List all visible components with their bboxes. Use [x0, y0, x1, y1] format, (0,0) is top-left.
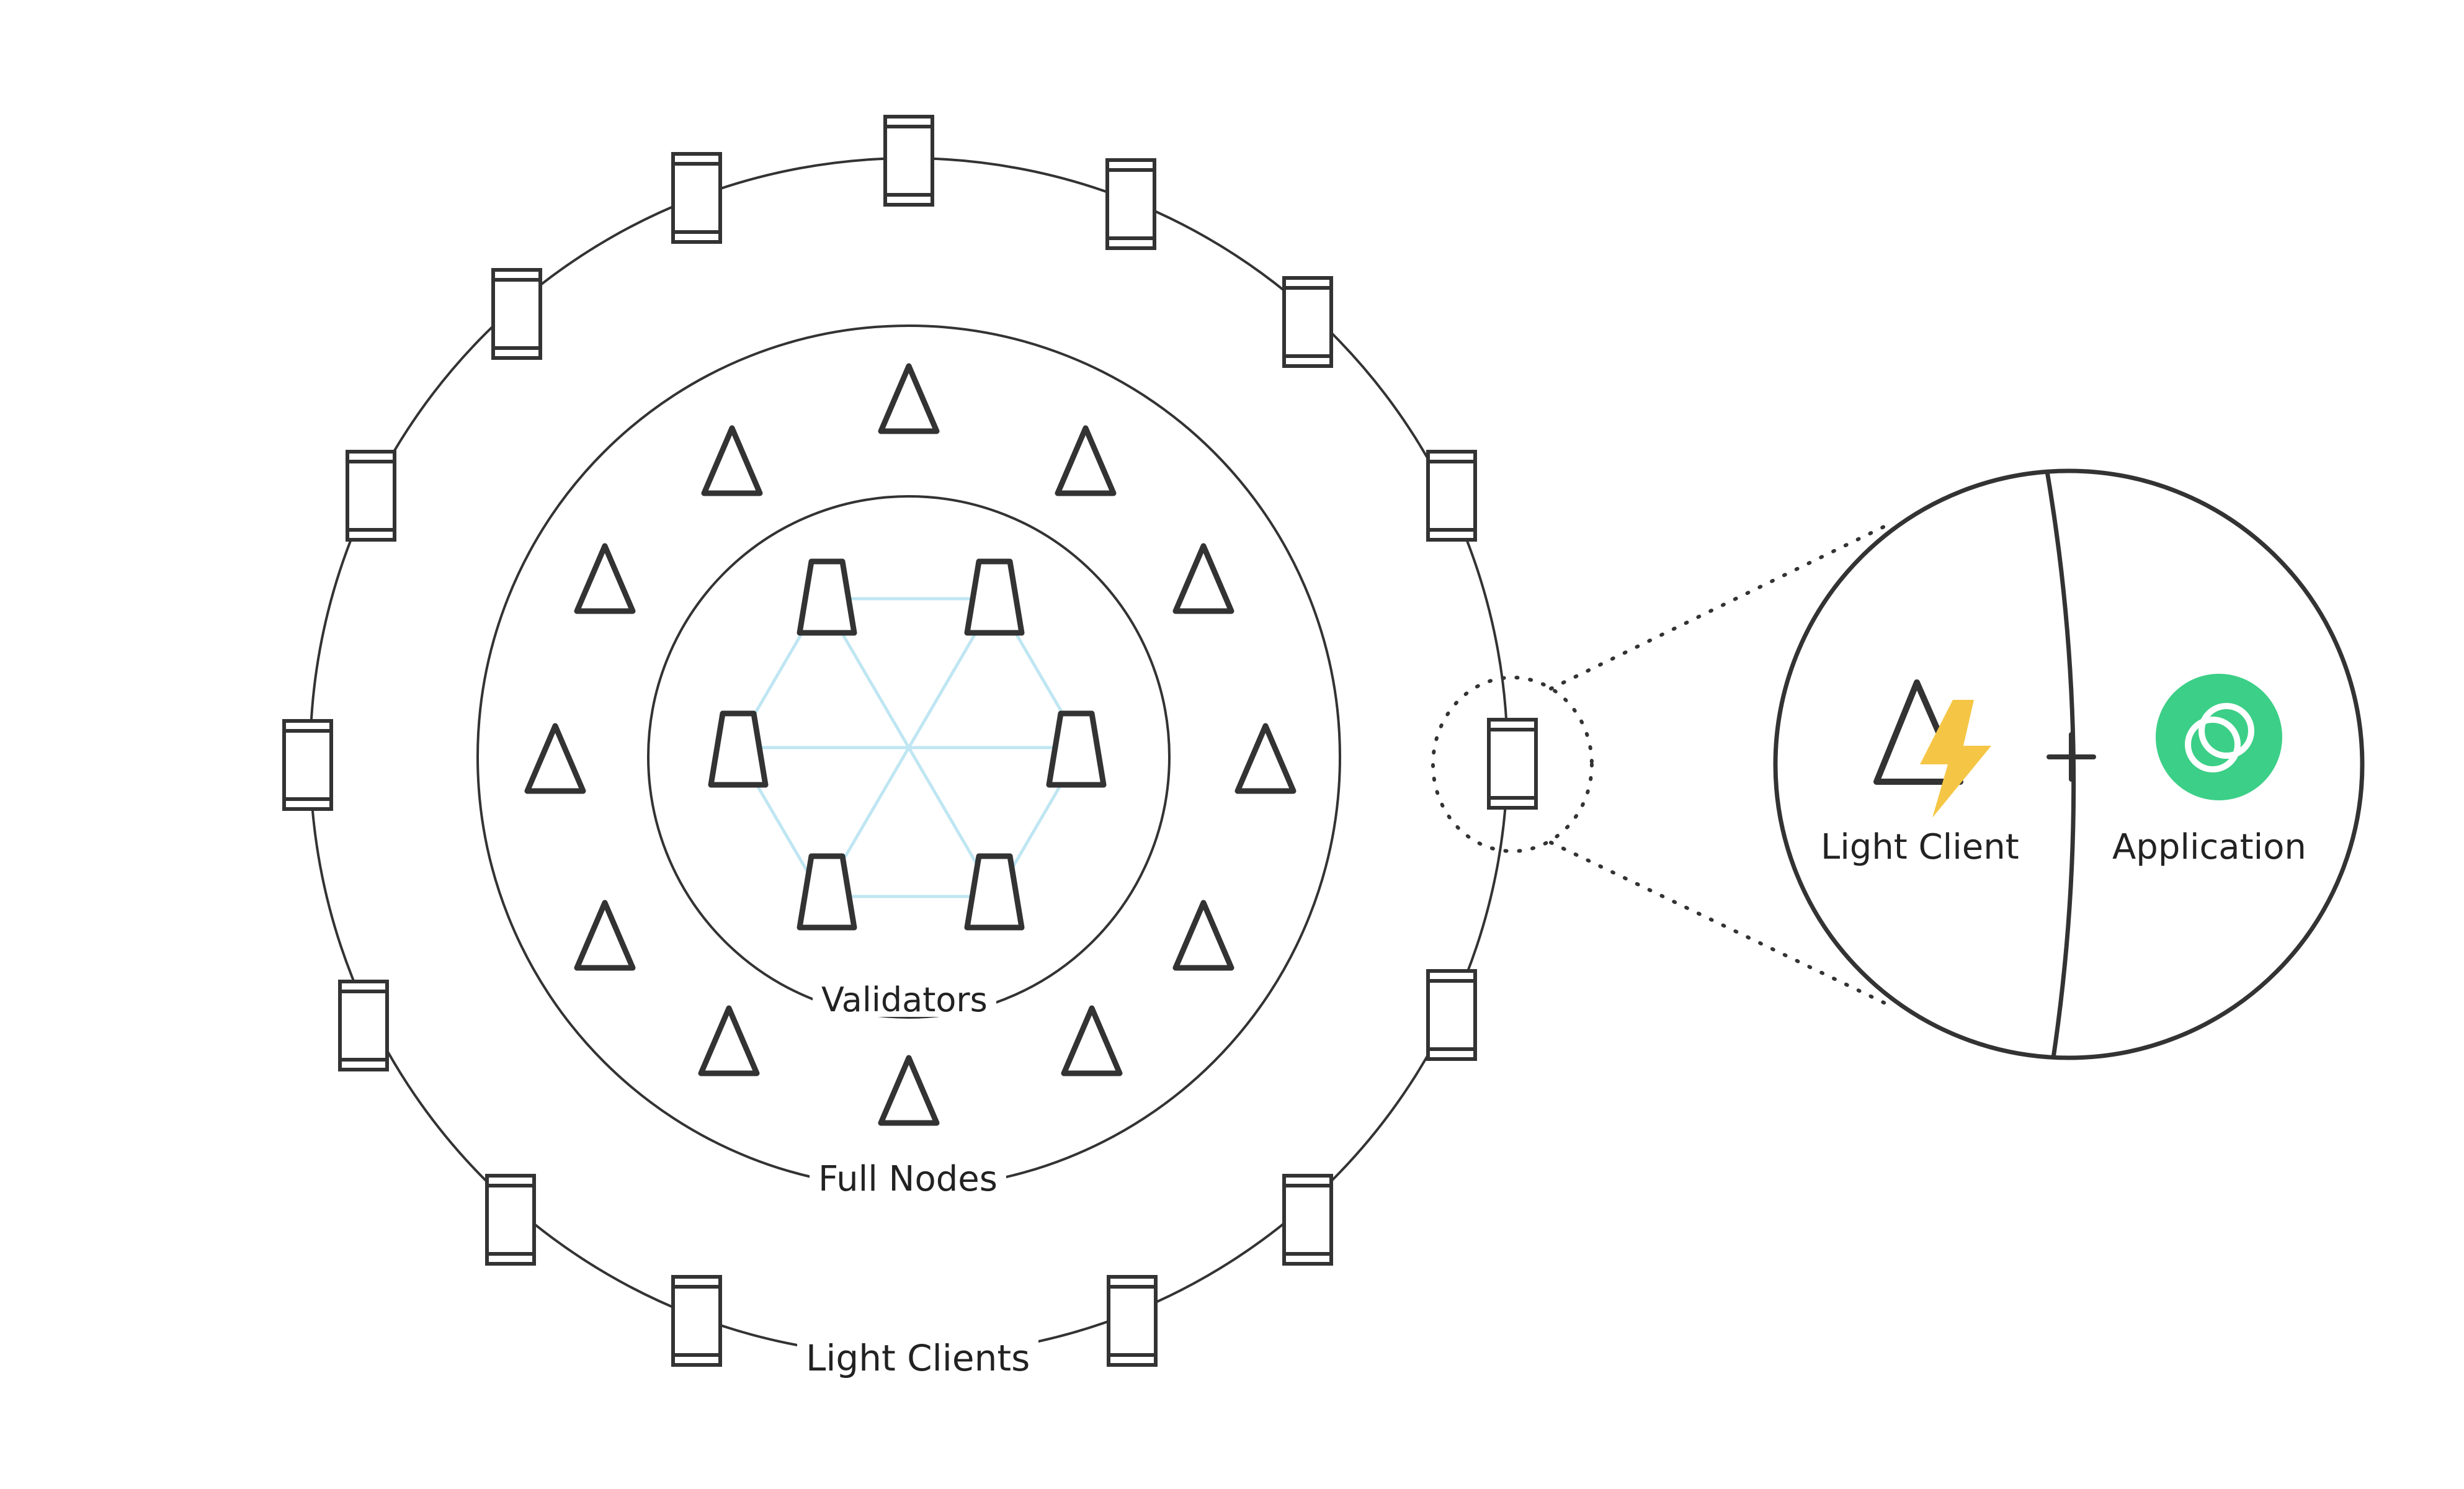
zoom-line-bottom [1549, 841, 1891, 1007]
validator-trapezoid-icon [964, 558, 1025, 636]
phone-icon [1105, 158, 1156, 250]
full-node-triangle-icon [698, 1005, 760, 1076]
zoom-line-top [1549, 522, 1891, 691]
phone-icon [491, 268, 542, 360]
phone-icon [671, 152, 722, 244]
full-node-triangle-icon [1172, 543, 1234, 614]
validators-ring [647, 495, 1171, 1019]
full-node-triangle-icon [574, 543, 636, 614]
application-rings-icon [2156, 674, 2282, 800]
full-nodes [524, 363, 1297, 1126]
phone-icon [346, 450, 396, 542]
application-label: Application [2112, 827, 2306, 867]
phone-icon [1282, 1174, 1333, 1266]
phone-icon [1282, 276, 1333, 368]
validators-label: Validators [813, 983, 996, 1017]
phone-icon [883, 115, 934, 207]
validator-trapezoid-icon [708, 710, 769, 788]
full-node-triangle-icon [1055, 425, 1117, 496]
full-node-triangle-icon [1234, 723, 1297, 794]
zoom-highlight [1431, 676, 1594, 853]
phone-icon [282, 719, 333, 811]
plus-icon [2047, 732, 2096, 782]
validators [708, 558, 1107, 931]
phone-icon [485, 1174, 536, 1266]
full-node-triangle-icon [878, 363, 940, 434]
validator-trapezoid-icon [797, 558, 857, 636]
phone-icon [338, 980, 389, 1071]
validator-mesh [733, 597, 1084, 898]
full-node-triangle-icon [878, 1055, 940, 1126]
full-nodes-label: Full Nodes [810, 1162, 1006, 1197]
light-clients [282, 115, 1538, 1367]
lightning-bolt-icon [1920, 700, 1991, 818]
full-node-triangle-icon [1172, 900, 1234, 971]
validator-trapezoid-icon [964, 853, 1025, 931]
validator-trapezoid-icon [797, 853, 857, 931]
validator-trapezoid-icon [1046, 710, 1107, 788]
phone-icon [1487, 718, 1538, 810]
full-node-triangle-icon [574, 900, 636, 971]
phone-icon [1426, 969, 1477, 1061]
phone-icon [671, 1275, 722, 1367]
light-client-detail-label: Light Client [1821, 827, 2019, 867]
full-node-triangle-icon [524, 723, 586, 794]
full-node-triangle-icon [701, 425, 763, 496]
light-clients-label: Light Clients [797, 1340, 1039, 1376]
phone-icon [1107, 1275, 1158, 1367]
phone-icon [1426, 450, 1477, 542]
full-node-triangle-icon [1061, 1005, 1123, 1076]
